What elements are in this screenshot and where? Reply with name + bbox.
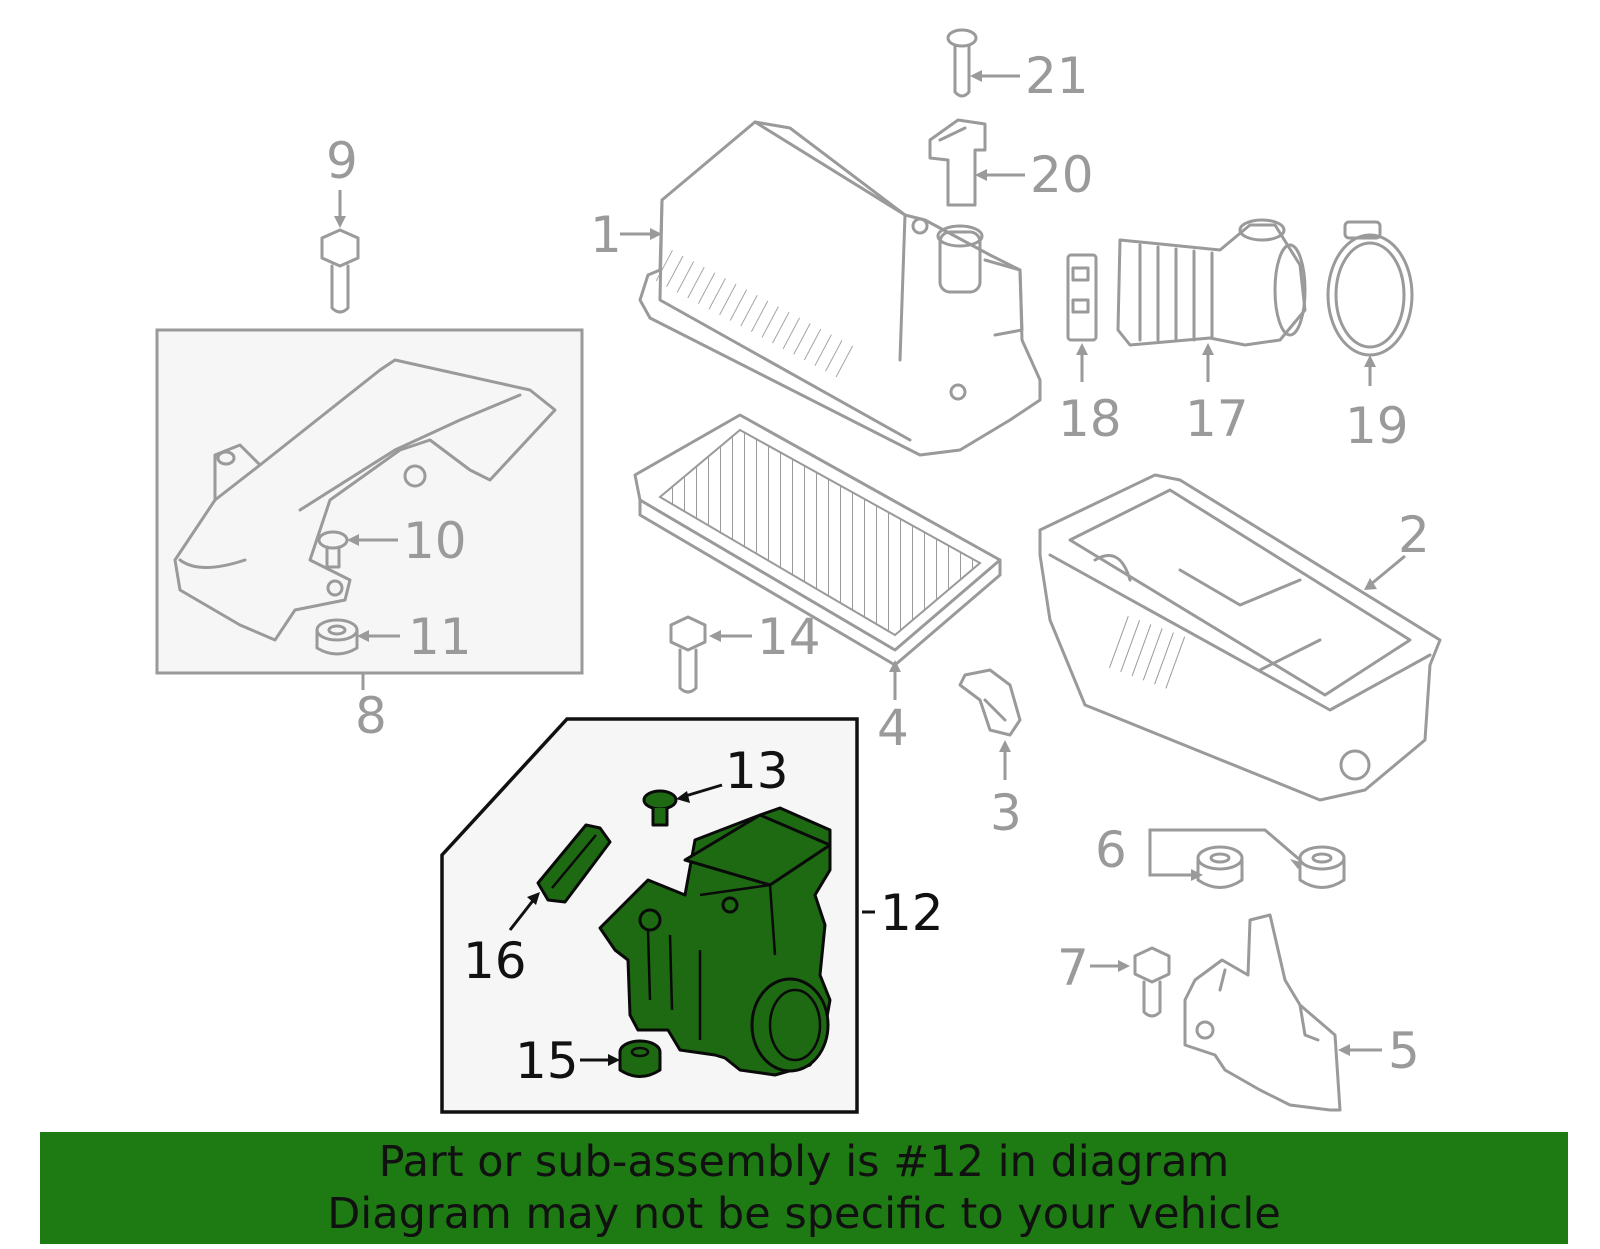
label-3: 3 — [990, 784, 1022, 842]
label-10: 10 — [403, 512, 467, 570]
part-8-box — [155, 328, 584, 675]
part-3-clip[interactable] — [958, 668, 1022, 737]
part-20-sensor[interactable] — [928, 118, 987, 207]
part-16-gasket[interactable] — [536, 823, 612, 904]
label-20: 20 — [1030, 146, 1094, 204]
part-6-grommet-b[interactable] — [1298, 845, 1346, 889]
label-14: 14 — [757, 608, 821, 666]
part-15-grommet[interactable] — [618, 1039, 662, 1078]
part-18-sensor[interactable] — [1066, 253, 1098, 342]
info-banner: Part or sub-assembly is #12 in diagram D… — [40, 1132, 1568, 1244]
label-19: 19 — [1345, 397, 1409, 455]
part-14-bolt[interactable] — [669, 615, 707, 694]
part-21-bolt[interactable] — [946, 28, 978, 98]
part-17-air-hose[interactable] — [1116, 218, 1307, 347]
label-18: 18 — [1058, 390, 1122, 448]
label-9: 9 — [326, 132, 358, 190]
part-19-clamp[interactable] — [1326, 220, 1414, 357]
label-7: 7 — [1057, 939, 1089, 997]
label-4: 4 — [877, 699, 909, 757]
banner-line-2: Diagram may not be specific to your vehi… — [327, 1189, 1281, 1239]
label-11: 11 — [408, 608, 472, 666]
part-9-bolt[interactable] — [320, 228, 360, 314]
part-8-duct[interactable] — [173, 358, 557, 642]
label-2: 2 — [1398, 506, 1430, 564]
label-12: 12 — [880, 884, 944, 942]
label-16: 16 — [463, 932, 527, 990]
part-6-grommet-a[interactable] — [1196, 845, 1244, 889]
part-1-cover[interactable] — [638, 120, 1042, 457]
part-2-lower-housing[interactable] — [1038, 473, 1442, 802]
label-21: 21 — [1025, 47, 1089, 105]
banner-line-1: Part or sub-assembly is #12 in diagram — [378, 1137, 1230, 1187]
label-1: 1 — [590, 206, 622, 264]
label-17: 17 — [1185, 390, 1249, 448]
part-13-screw[interactable] — [642, 789, 678, 827]
label-15: 15 — [515, 1032, 579, 1090]
part-7-bolt[interactable] — [1133, 946, 1171, 1018]
label-6: 6 — [1095, 821, 1127, 879]
label-5: 5 — [1388, 1022, 1420, 1080]
label-8: 8 — [355, 687, 387, 745]
part-5-bracket[interactable] — [1183, 913, 1342, 1112]
part-11-grommet[interactable] — [315, 618, 359, 656]
part-12-throttle-body[interactable] — [598, 806, 832, 1077]
label-13: 13 — [725, 742, 789, 800]
